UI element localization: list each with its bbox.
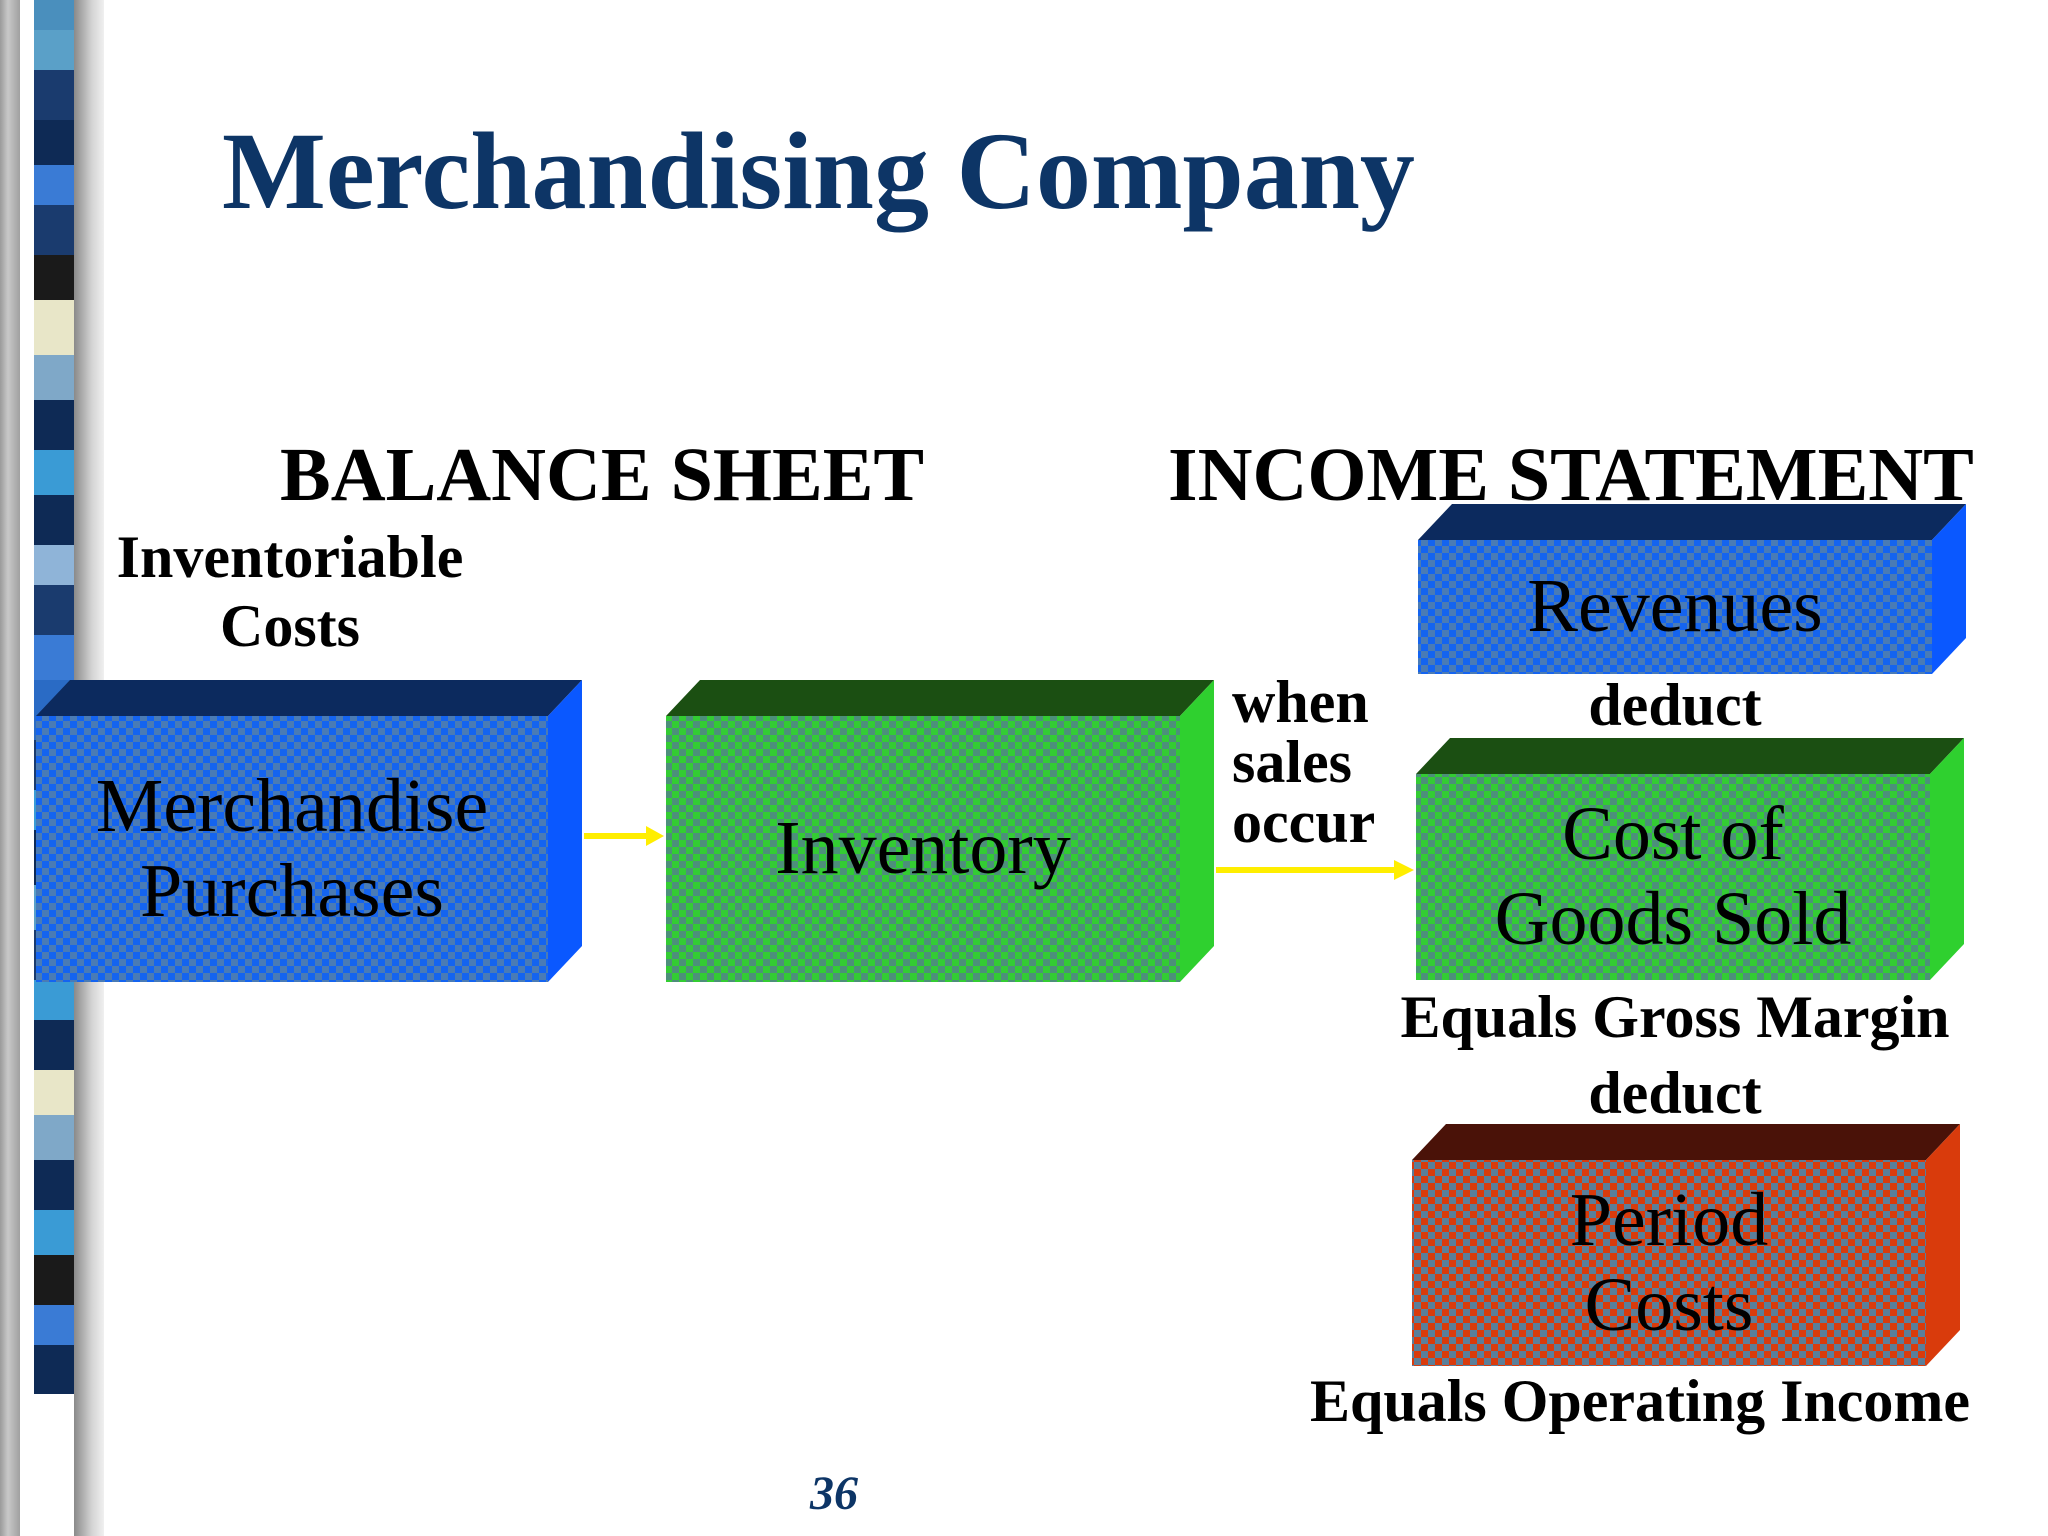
arrow-purchases-to-inventory: [584, 826, 664, 846]
inventory-label: Inventory: [775, 806, 1071, 891]
revenues-label: Revenues: [1527, 564, 1823, 649]
equals-operating-income-label: Equals Operating Income: [1309, 1368, 1971, 1434]
cost-of-goods-sold-box: [1416, 738, 1964, 980]
equals-gross-margin-label: Equals Gross Margin: [1400, 984, 1950, 1050]
merchandise-purchases-box: [36, 680, 582, 982]
deduct-label-2: deduct: [1588, 1060, 1762, 1126]
period-costs-box: [1412, 1124, 1960, 1366]
arrow-inventory-to-cogs: [1216, 860, 1414, 880]
income-statement-header: INCOME STATEMENT: [1168, 433, 1974, 517]
when-sales-occur-label: when sales occur: [1232, 669, 1376, 855]
balance-sheet-header: BALANCE SHEET: [280, 433, 925, 517]
inventoriable-costs-label: Inventoriable Costs: [116, 524, 464, 659]
page-number: 36: [810, 1467, 858, 1520]
inventory-box: [666, 680, 1214, 982]
revenues-box: [1418, 504, 1966, 674]
slide-title: Merchandising Company: [222, 110, 1415, 232]
deduct-label-1: deduct: [1588, 672, 1762, 738]
